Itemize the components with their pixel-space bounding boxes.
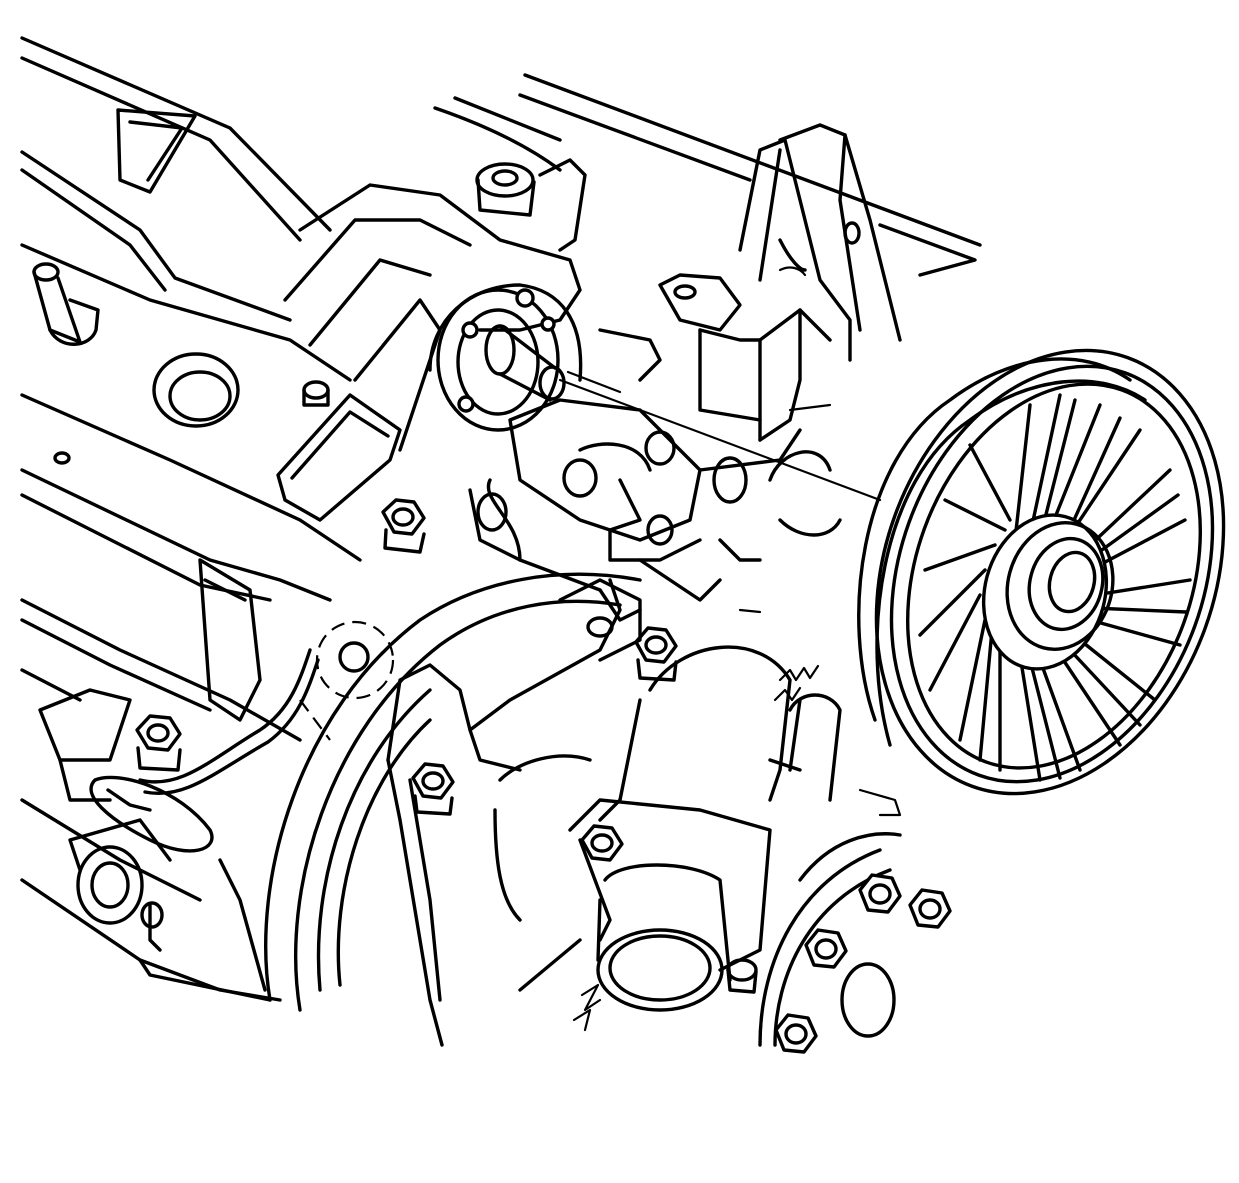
hex-nut-2 [908,888,952,929]
bolt-outlet [580,824,624,862]
small-hole [53,451,71,465]
hex-nut-4 [774,1013,818,1054]
bolt-lower-center [411,762,455,816]
bolt-upper-left [381,498,426,554]
engine-block [20,36,587,1002]
hex-nut-1 [858,873,902,914]
lower-left-boss [68,818,172,952]
bolt-lower-left [135,648,320,795]
pulley-shaft [428,283,882,622]
hex-nut-3 [804,928,848,969]
bolt-center [634,626,678,682]
water-pump-outlet [493,645,842,1032]
dowel-post [32,262,100,346]
balancer-face [758,788,902,1047]
spark-plug-port [152,352,240,428]
idler-pulley [857,348,1226,796]
harmonic-balancer [264,572,642,1012]
idler-pulley-bracket [433,73,982,442]
